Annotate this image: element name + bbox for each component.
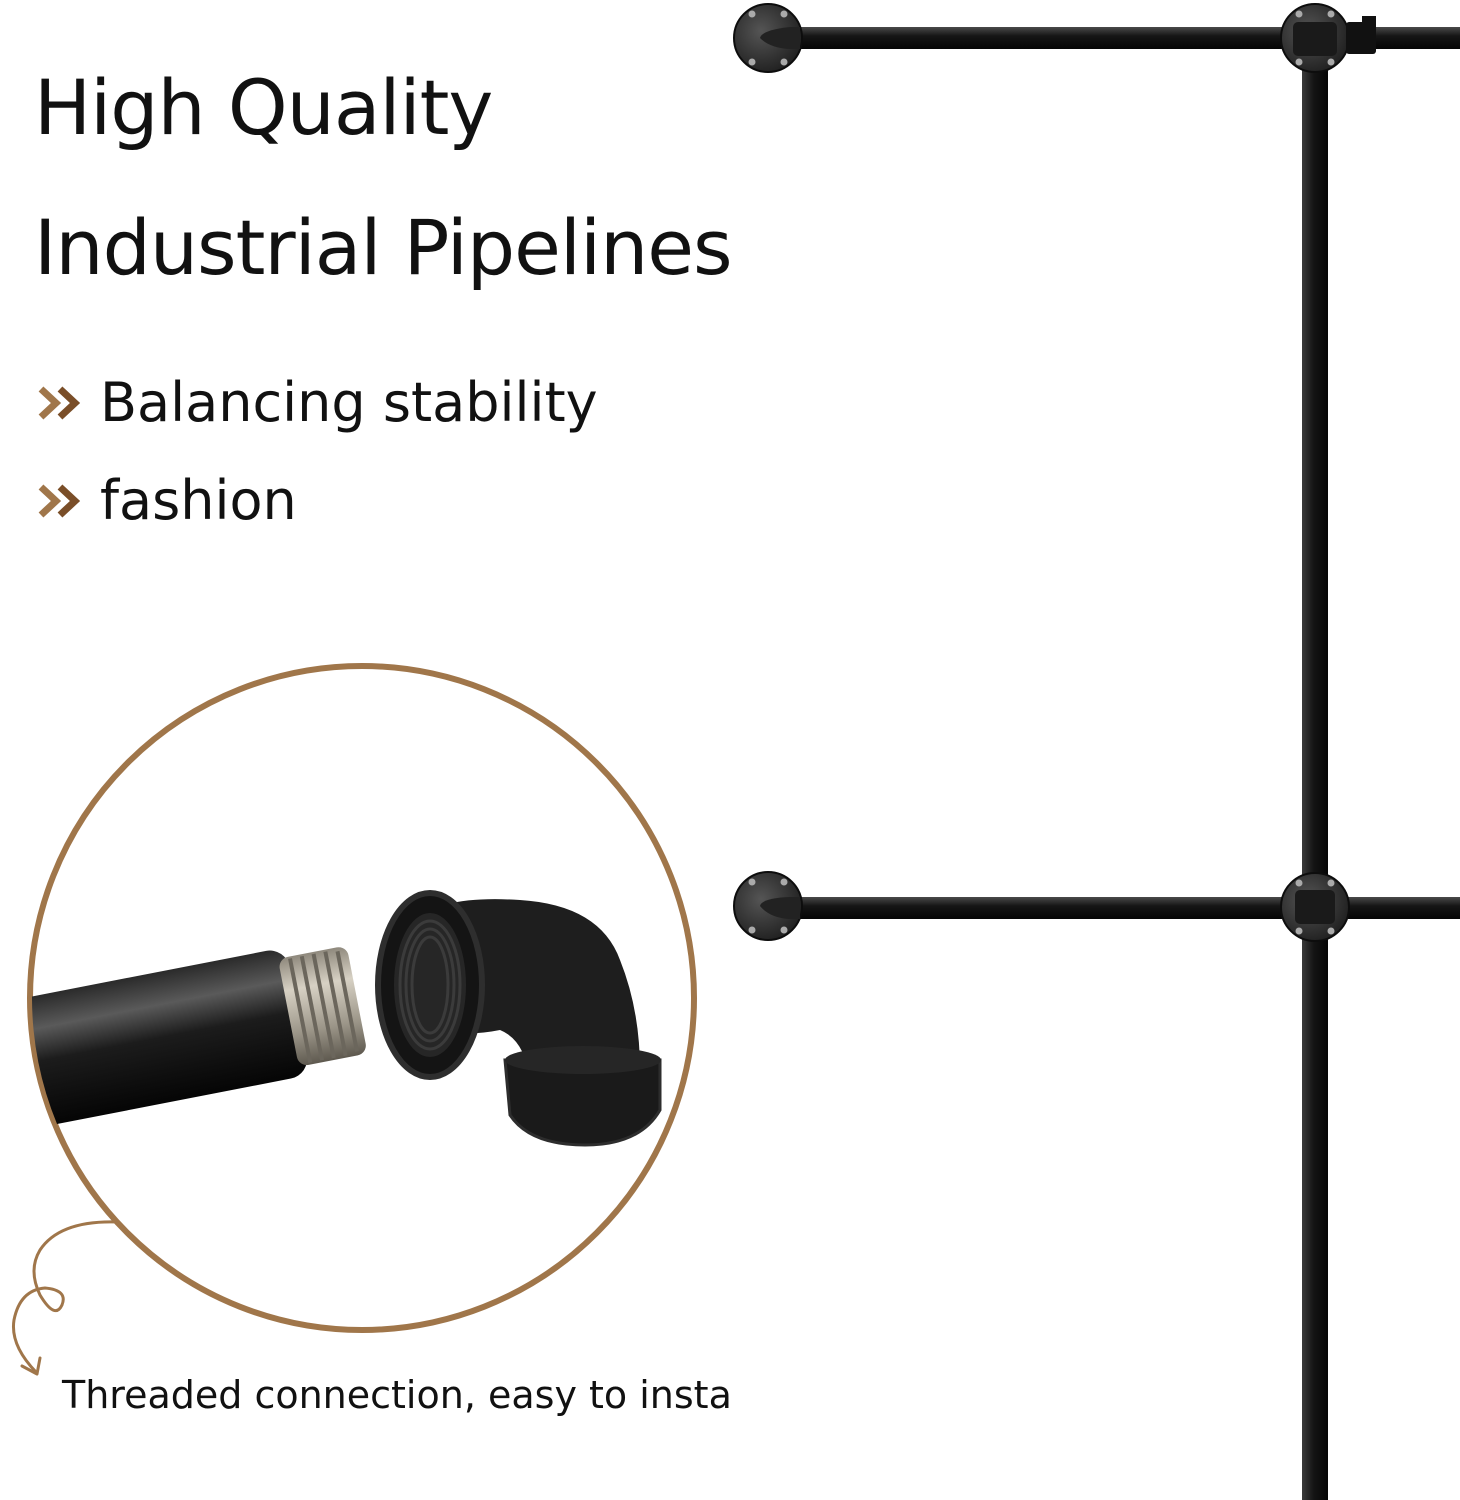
pipe-rack bbox=[733, 3, 1460, 1500]
callout-caption: Threaded connection, easy to insta bbox=[62, 1373, 732, 1417]
feature-label: Balancing stability bbox=[100, 371, 598, 434]
flange-top-left bbox=[733, 3, 803, 73]
headline-line-2: Industrial Pipelines bbox=[34, 203, 733, 292]
flange-top-tee bbox=[1280, 3, 1376, 73]
headline-line-1: High Quality bbox=[34, 63, 493, 152]
middle-horizontal-pipe bbox=[770, 897, 1460, 919]
callout-ring bbox=[27, 663, 697, 1333]
feature-item-fashion: fashion bbox=[38, 474, 297, 528]
flange-middle-left bbox=[733, 871, 803, 941]
double-chevron-right-icon bbox=[38, 386, 84, 420]
threaded-pipe bbox=[32, 947, 366, 1133]
flange-middle-cross bbox=[1280, 872, 1350, 942]
feature-label: fashion bbox=[100, 469, 297, 532]
double-chevron-right-icon bbox=[38, 484, 84, 518]
curly-arrow-icon bbox=[11, 1220, 120, 1374]
elbow-fitting bbox=[375, 890, 662, 1147]
detail-callout bbox=[27, 663, 697, 1333]
feature-item-balancing-stability: Balancing stability bbox=[38, 376, 598, 430]
vertical-pipe bbox=[1302, 30, 1328, 1500]
